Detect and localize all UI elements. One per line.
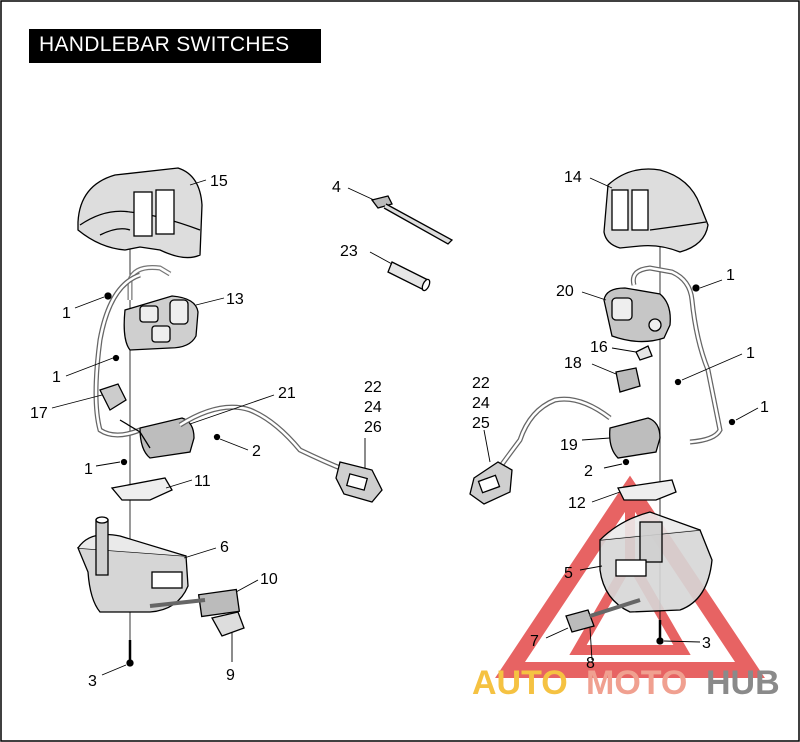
switch-block-20: [603, 265, 723, 445]
watermark-auto: AUTO: [472, 664, 568, 702]
watermark-moto: MOTO: [586, 664, 687, 702]
part-16: [635, 345, 653, 361]
callout-10: 10: [260, 571, 278, 588]
callout-1b: 1: [52, 369, 61, 386]
watermark-logo: AUTO MOTO HUB: [472, 664, 780, 702]
kit-right-22: 22: [472, 375, 490, 392]
callout-8: 8: [586, 655, 595, 672]
page-title: HANDLEBAR SWITCHES: [39, 33, 290, 56]
callout-20: 20: [556, 283, 574, 300]
screw-1-a: [104, 292, 112, 300]
callout-1d: 1: [726, 267, 735, 284]
callout-5: 5: [564, 565, 573, 582]
switch-module-19: [609, 417, 661, 459]
kit-left-24: 24: [364, 399, 382, 416]
lower-switch-housing-left: [76, 516, 189, 613]
callout-4: 4: [332, 179, 341, 196]
screw-1-c: [120, 458, 128, 466]
cable-strap-4: [370, 195, 454, 245]
connector-17: [99, 383, 127, 411]
callout-13: 13: [226, 291, 244, 308]
callout-16: 16: [590, 339, 608, 356]
callout-11: 11: [194, 473, 211, 490]
upper-switch-housing-right: [603, 168, 709, 253]
callout-3b: 3: [702, 635, 711, 652]
callout-3a: 3: [88, 673, 97, 690]
callout-2a: 2: [252, 443, 261, 460]
callout-7: 7: [530, 633, 539, 650]
switch-block-13: [123, 265, 199, 351]
kit-left-22: 22: [364, 379, 382, 396]
callout-2b: 2: [584, 463, 593, 480]
left-leader-lines: [51, 179, 366, 676]
switch-module-21: [119, 417, 195, 459]
screw-2-left: [213, 433, 221, 441]
callout-23: 23: [340, 243, 358, 260]
upper-switch-housing-left: [77, 167, 203, 259]
lower-switch-housing-right: [599, 511, 713, 613]
callout-14: 14: [564, 169, 582, 186]
kit-right-24: 24: [472, 395, 490, 412]
centre-small-parts: [347, 187, 454, 292]
callout-1c: 1: [84, 461, 93, 478]
callout-21: 21: [278, 385, 296, 402]
kit-left-26: 26: [364, 419, 382, 436]
callout-6: 6: [220, 539, 229, 556]
screw-1-f: [728, 418, 736, 426]
connector-housing-25: [469, 461, 513, 505]
right-leader-lines: [483, 177, 759, 661]
kit-right-25: 25: [472, 415, 490, 432]
callout-1a: 1: [62, 305, 71, 322]
sleeve-23: [387, 261, 431, 292]
callout-9: 9: [226, 667, 235, 684]
bracket-11: [110, 477, 173, 501]
watermark-hub: HUB: [706, 664, 780, 702]
connector-7: [565, 598, 641, 633]
screw-1-b: [112, 354, 120, 362]
callout-17: 17: [30, 405, 48, 422]
connector-housing-26: [335, 461, 383, 503]
left-switch-assembly: [51, 167, 383, 676]
bracket-12: [617, 479, 677, 501]
callout-12: 12: [568, 495, 586, 512]
right-switch-assembly: [469, 168, 759, 661]
title-banner: HANDLEBAR SWITCHES: [29, 29, 321, 63]
callout-19: 19: [560, 437, 578, 454]
connector-18: [615, 367, 641, 393]
screw-2-right: [622, 458, 630, 466]
callout-15: 15: [210, 173, 228, 190]
callout-1e: 1: [746, 345, 755, 362]
plug-10: [149, 588, 241, 618]
connector-9: [211, 611, 245, 637]
screw-1-d: [692, 284, 700, 292]
screw-1-e: [674, 378, 682, 386]
callout-labels: 15 13 1 1 17 21 1 2 11 6 10 9 3 22 24 26…: [30, 169, 769, 690]
callout-18: 18: [564, 355, 582, 372]
callout-1f: 1: [760, 399, 769, 416]
